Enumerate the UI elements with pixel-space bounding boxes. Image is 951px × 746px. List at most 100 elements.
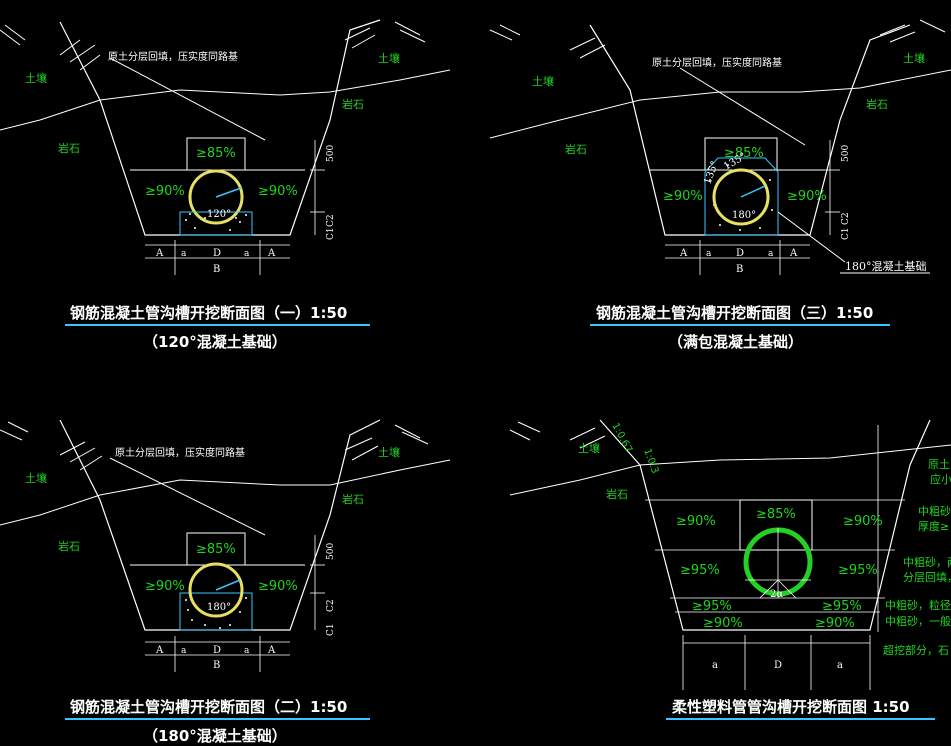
- concrete-base-1: [179, 211, 253, 236]
- title-2: 钢筋混凝土管沟槽开挖断面图（二）1:50: [70, 698, 347, 716]
- soil-rock-line-2: [0, 459, 451, 526]
- panel-2: 原土分层回填，压实度同路基 土壤 岩石 土壤 岩石 ≥85% ≥90% ≥90%…: [0, 419, 451, 745]
- base-right-4: ≥90%: [815, 616, 855, 631]
- angle-4: 2α: [770, 589, 783, 600]
- encasement-3: [704, 157, 779, 236]
- note-4-4: 厚度≥: [918, 519, 949, 533]
- dim-c1-1: C1: [326, 227, 336, 240]
- title-1: 钢筋混凝土管沟槽开挖断面图（一）1:50: [70, 304, 347, 322]
- dim-a-right-3: A: [789, 248, 798, 259]
- mid-right-4: ≥90%: [843, 514, 883, 529]
- rock-label-right-1: 岩石: [342, 97, 364, 111]
- right-compaction-1: ≥90%: [258, 184, 298, 199]
- trench-outline-2: [59, 419, 381, 631]
- title-4: 柔性塑料管管沟槽开挖断面图 1:50: [672, 698, 910, 716]
- subtitle-3: （满包混凝土基础）: [668, 333, 803, 351]
- note-1-4: 原土: [928, 458, 950, 471]
- left-compaction-2: ≥90%: [145, 579, 185, 594]
- dim-d-4: D: [774, 660, 782, 671]
- low-left-4: ≥95%: [680, 563, 720, 578]
- note-9-4: 超挖部分，石: [883, 643, 949, 657]
- bed-left-4: ≥95%: [692, 599, 732, 614]
- top-compaction-4: ≥85%: [756, 507, 796, 522]
- dim-aa-right-2: a: [244, 646, 250, 656]
- ground-hatch-4: [509, 421, 606, 449]
- dims-3: [665, 140, 840, 275]
- dim-d-2: D: [213, 645, 221, 656]
- dim-b-1: B: [213, 264, 220, 275]
- note-2-4: 应小: [930, 472, 951, 486]
- dim-aa-right-3: a: [768, 249, 774, 259]
- rock-label-right-3: 岩石: [866, 97, 888, 111]
- fill-note-3: 原土分层回填，压实度同路基: [652, 56, 782, 69]
- top-compaction-2: ≥85%: [196, 542, 236, 557]
- dim-a-left-4: a: [712, 660, 718, 671]
- pipe-2: [188, 562, 244, 618]
- angle-3: 180°: [732, 210, 756, 221]
- dim-c1-2: C1: [326, 623, 336, 636]
- dims-2: [145, 535, 325, 672]
- soil-label-right-3: 土壤: [903, 51, 925, 65]
- dim-500-1: 500: [326, 145, 336, 162]
- soil-rock-line-4: [509, 444, 951, 496]
- dim-aa-right-1: a: [244, 249, 250, 259]
- dim-b-3: B: [736, 264, 743, 275]
- dim-aa-left-1: a: [181, 249, 187, 259]
- title-3: 钢筋混凝土管沟槽开挖断面图（三）1:50: [596, 304, 873, 322]
- soil-label-right-1: 土壤: [378, 51, 400, 65]
- dims-4: [682, 425, 879, 690]
- left-compaction-1: ≥90%: [145, 184, 185, 199]
- dim-a-left-1: A: [155, 248, 164, 259]
- concrete-speckle-2: [185, 597, 247, 629]
- rock-label-4: 岩石: [606, 487, 628, 501]
- dim-d-3: D: [736, 248, 744, 259]
- soil-label-right-2: 土壤: [378, 445, 400, 459]
- soil-label-4: 土壤: [578, 441, 600, 455]
- dim-aa-left-3: a: [706, 249, 712, 259]
- pipe-3: [712, 168, 770, 226]
- dim-c2-3: C2: [841, 212, 851, 225]
- dim-b-2: B: [213, 660, 220, 671]
- note-7-4: 中粗砂，粒径: [885, 598, 951, 612]
- trench-outline-4: [599, 419, 931, 631]
- dim-c1-3: C1: [841, 227, 851, 240]
- rock-label-left-1: 岩石: [58, 141, 80, 155]
- panel-1: 原土分层回填，压实度同路基 土壤 岩石 土壤 岩石 ≥85% ≥90% ≥90%…: [0, 19, 451, 351]
- slope-a-4: 1:0.67: [609, 421, 634, 454]
- panel-4: 1:0.67 1:0.3 土壤 岩石 ≥85% ≥90% ≥90% ≥95% ≥…: [509, 419, 951, 720]
- note-8-4: 中粗砂，一般: [885, 615, 951, 628]
- dim-a-right-1: A: [267, 248, 276, 259]
- dim-500-3: 500: [841, 145, 851, 162]
- layers-4: [645, 499, 905, 613]
- right-compaction-2: ≥90%: [258, 579, 298, 594]
- dim-c2-2: C2: [326, 599, 336, 612]
- top-compaction-1: ≥85%: [196, 146, 236, 161]
- pipe-axis-4: [745, 528, 811, 599]
- note-6-4: 分层回填，: [903, 570, 951, 584]
- fill-note-1: 原土分层回填，压实度同路基: [108, 50, 238, 63]
- panel-3: 原土分层回填，压实度同路基 土壤 岩石 土壤 岩石 ≥85% ≥90% ≥90%…: [489, 19, 951, 351]
- callout-3: 180°混凝土基础: [845, 259, 927, 273]
- fill-note-2: 原土分层回填，压实度同路基: [115, 446, 245, 459]
- mid-left-4: ≥90%: [676, 514, 716, 529]
- rock-label-left-3: 岩石: [565, 142, 587, 156]
- concrete-speckle-1: [185, 213, 247, 231]
- trench-outline-3: [589, 24, 911, 236]
- dim-a-right-4: a: [837, 660, 843, 671]
- rock-label-left-2: 岩石: [58, 539, 80, 553]
- soil-label-2: 土壤: [25, 471, 47, 485]
- dim-c2-1: C2: [326, 214, 336, 227]
- pipe-1: [188, 169, 244, 225]
- right-compaction-3: ≥90%: [787, 189, 827, 204]
- ground-hatch-left: [0, 21, 426, 71]
- subtitle-1: （120°混凝土基础）: [143, 333, 287, 351]
- note-3-4: 中粗砂: [918, 505, 951, 518]
- soil-rock-line-3: [489, 69, 951, 139]
- ground-hatch-2: [0, 421, 429, 471]
- soil-label-3: 土壤: [532, 74, 554, 88]
- left-compaction-3: ≥90%: [663, 189, 703, 204]
- low-right-4: ≥95%: [838, 563, 878, 578]
- note-5-4: 中粗砂，两: [903, 556, 951, 569]
- angle-2: 180°: [207, 602, 231, 613]
